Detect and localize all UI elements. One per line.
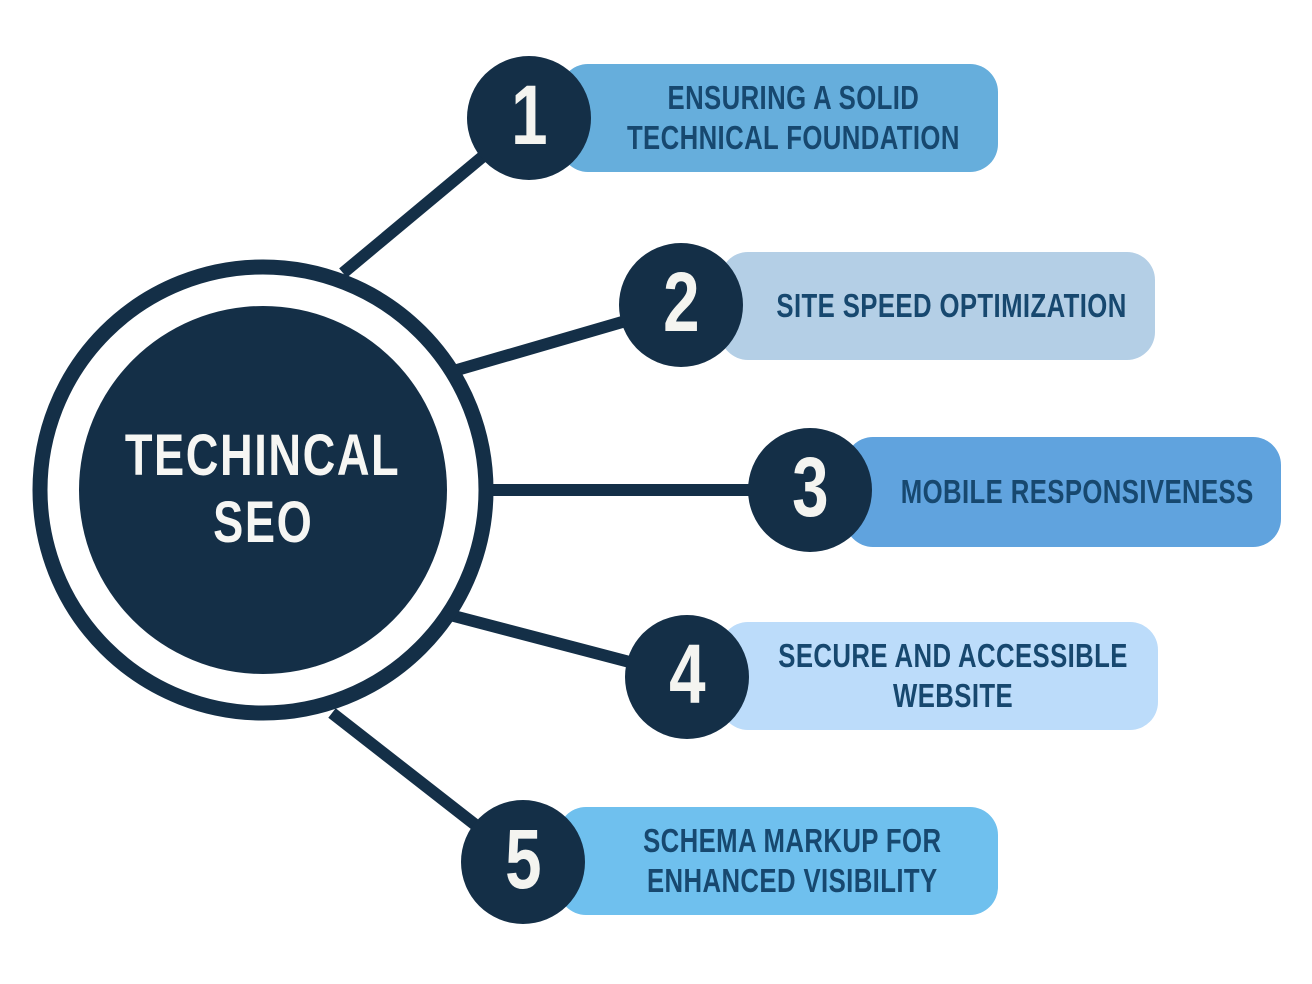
item-1-number: 1 <box>510 68 548 162</box>
hub-title-line-2: SEO <box>212 490 314 555</box>
item-5-number: 5 <box>504 812 542 906</box>
item-1-label-line-2: TECHNICAL FOUNDATION <box>626 119 960 156</box>
hub-title-line-1: TECHINCAL <box>125 423 401 489</box>
item-5-label: SCHEMA MARKUP FOR ENHANCED VISIBILITY <box>643 821 941 902</box>
item-4-number-circle: 4 <box>625 615 749 739</box>
item-5-label-line-2: ENHANCED VISIBILITY <box>646 862 938 899</box>
hub-title: TECHINCAL SEO <box>79 306 447 674</box>
item-5-pill: SCHEMA MARKUP FOR ENHANCED VISIBILITY <box>558 807 998 915</box>
item-3-pill: MOBILE RESPONSIVENESS <box>845 437 1281 547</box>
item-2-label: SITE SPEED OPTIMIZATION <box>776 286 1126 326</box>
item-3-number-circle: 3 <box>748 428 872 552</box>
hub-outer-ring <box>32 259 494 721</box>
hub-inner-circle <box>79 306 447 674</box>
item-5-label-line-1: SCHEMA MARKUP FOR <box>642 821 942 859</box>
item-4-label-line-2: WEBSITE <box>893 677 1014 714</box>
item-3-label: MOBILE RESPONSIVENESS <box>901 472 1254 512</box>
item-1-label-line-1: ENSURING A SOLID <box>667 78 919 116</box>
item-4-pill: SECURE AND ACCESSIBLE WEBSITE <box>720 622 1158 730</box>
item-1-pill: ENSURING A SOLID TECHNICAL FOUNDATION <box>560 64 998 172</box>
item-4-label: SECURE AND ACCESSIBLE WEBSITE <box>778 636 1128 717</box>
item-2-label-line-1: SITE SPEED OPTIMIZATION <box>776 286 1127 324</box>
item-2-number-circle: 2 <box>619 243 743 367</box>
item-1-number-circle: 1 <box>467 56 591 180</box>
item-4-number: 4 <box>668 627 706 721</box>
item-2-pill: SITE SPEED OPTIMIZATION <box>720 252 1155 360</box>
item-3-label-line-1: MOBILE RESPONSIVENESS <box>900 472 1254 510</box>
item-5-number-circle: 5 <box>461 800 585 924</box>
item-4-label-line-1: SECURE AND ACCESSIBLE <box>778 636 1128 674</box>
item-1-label: ENSURING A SOLID TECHNICAL FOUNDATION <box>627 78 960 159</box>
item-2-number: 2 <box>662 255 700 349</box>
item-3-number: 3 <box>791 440 829 534</box>
